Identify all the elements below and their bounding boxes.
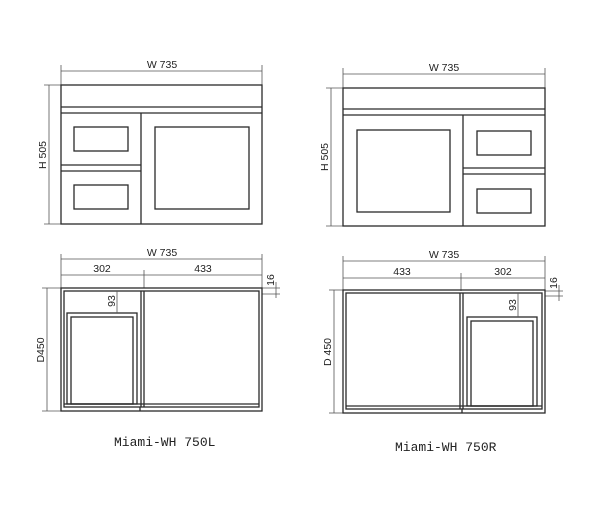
front-elevation-right: W 735 H 505 <box>319 62 546 227</box>
front-elevation-left: W 735 H 505 <box>37 59 263 225</box>
inner-dimension: 93 <box>507 299 519 311</box>
inner-dimension: 93 <box>106 295 118 307</box>
segment-dimension-a: 433 <box>393 266 411 278</box>
model-caption-right: Miami-WH 750R <box>395 440 497 455</box>
plan-view-left: W 735 302 433 16 D450 93 <box>35 247 280 412</box>
thickness-dimension: 16 <box>265 274 277 286</box>
segment-dimension-b: 433 <box>194 263 212 275</box>
depth-dimension: D450 <box>35 337 47 362</box>
width-dimension: W 735 <box>429 62 460 74</box>
segment-dimension-a: 302 <box>93 263 111 275</box>
model-caption-left: Miami-WH 750L <box>114 435 216 450</box>
thickness-dimension: 16 <box>548 277 560 289</box>
segment-dimension-b: 302 <box>494 266 512 278</box>
width-dimension: W 735 <box>429 249 460 261</box>
width-dimension: W 735 <box>147 59 178 71</box>
width-dimension: W 735 <box>147 247 178 259</box>
depth-dimension: D 450 <box>322 338 334 366</box>
plan-view-right: W 735 433 302 16 D 450 93 <box>322 249 563 414</box>
height-dimension: H 505 <box>319 143 331 171</box>
height-dimension: H 505 <box>37 141 49 169</box>
